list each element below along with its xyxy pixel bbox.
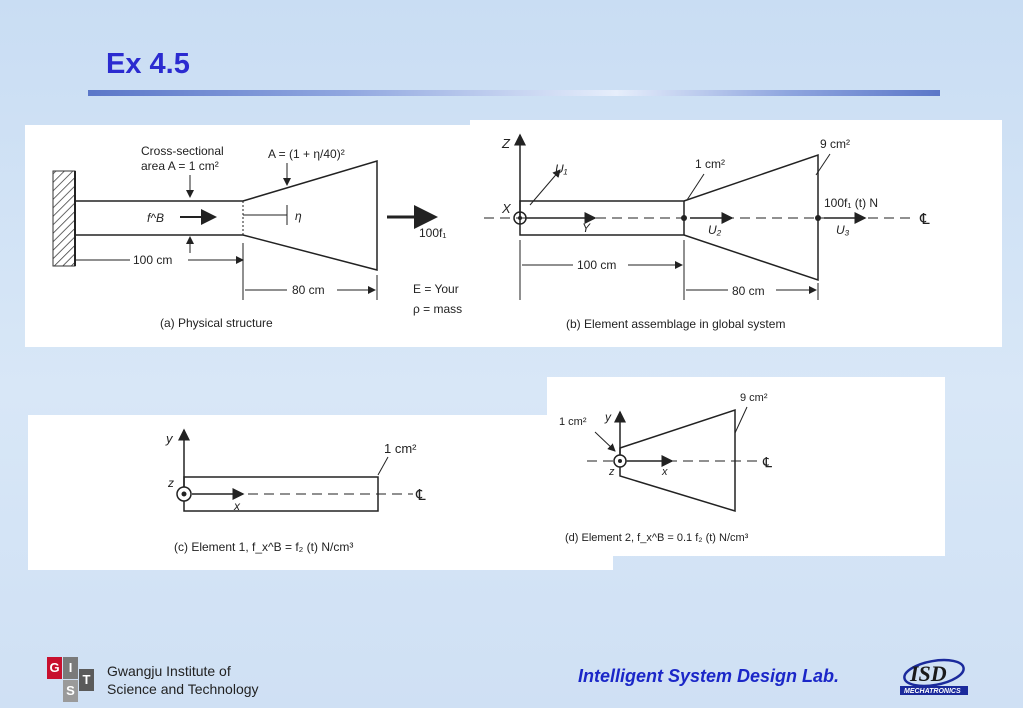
figure-a-drawing: f^B 100f₁ Cross-sectional area A = 1 cm²…	[52, 144, 462, 330]
axis-z: z	[167, 476, 174, 490]
title-divider	[88, 90, 940, 96]
axis-y: Y	[582, 221, 591, 235]
lab-name: Intelligent System Design Lab.	[578, 666, 840, 686]
figure-b-drawing: Z X Y U₁ U₂ U₃ 1 cm² 9 cm² 100f₁ (t) N ℄…	[484, 133, 930, 331]
load-label: 100f₁	[419, 226, 446, 240]
u2-label: U₂	[708, 223, 722, 237]
figure-c-element-1: y z x 1 cm² ℄ (c) Element 1, f_x^B = f₂ …	[28, 415, 613, 570]
bar-outline	[75, 159, 378, 271]
length-100cm: 100 cm	[577, 258, 616, 272]
rho-note: ρ = mass	[413, 302, 462, 316]
u1-label: U₁	[555, 162, 568, 176]
caption-d: (d) Element 2, f_x^B = 0.1 f₂ (t) N/cm³	[565, 532, 749, 544]
figure-b-element-assemblage: Z X Y U₁ U₂ U₃ 1 cm² 9 cm² 100f₁ (t) N ℄…	[470, 120, 1002, 347]
area-9cm2: 9 cm²	[740, 392, 768, 404]
axis-x: x	[661, 466, 668, 478]
caption-a: (a) Physical structure	[160, 316, 273, 330]
isd-logo-subtext: MECHATRONICS	[904, 688, 961, 695]
axis-x: x	[233, 499, 241, 513]
caption-b: (b) Element assemblage in global system	[566, 317, 785, 331]
centerline-symbol: ℄	[762, 454, 772, 470]
area-9cm2: 9 cm²	[820, 137, 850, 151]
institute-name-line1: Gwangju Institute of	[107, 663, 231, 679]
e-note: E = Your	[413, 282, 459, 296]
eta-label: η	[295, 209, 302, 223]
axis-x: X	[501, 201, 512, 216]
area-1cm2: 1 cm²	[559, 416, 587, 428]
institute-name-line2: Science and Technology	[107, 681, 259, 697]
cross-section-label-2: area A = 1 cm²	[141, 159, 219, 173]
area-1cm2: 1 cm²	[695, 157, 725, 171]
figure-d-element-2: y z x 1 cm² 9 cm² ℄ (d) Element 2, f_x^B…	[547, 377, 945, 556]
logo-letter-t: T	[79, 669, 94, 691]
area-formula: A = (1 + η/40)²	[268, 147, 345, 161]
axis-z: Z	[501, 136, 511, 151]
isd-mechatronics-logo: ISD MECHATRONICS	[900, 658, 968, 695]
gist-logo: G I S T Gwangju Institute of Science and…	[45, 655, 259, 705]
length-80cm: 80 cm	[292, 283, 325, 297]
axis-y: y	[604, 410, 612, 424]
logo-letter-g: G	[47, 657, 62, 679]
length-100cm: 100 cm	[133, 253, 172, 267]
logo-letter-s: S	[63, 680, 78, 702]
centerline-symbol: ℄	[415, 487, 426, 504]
centerline-symbol: ℄	[919, 211, 930, 228]
cross-section-label-1: Cross-sectional	[141, 144, 224, 158]
axis-y: y	[165, 431, 174, 446]
area-1cm2: 1 cm²	[384, 441, 417, 456]
u3-label: U₃	[836, 223, 850, 237]
body-force-label: f^B	[147, 211, 164, 225]
isd-logo-text: ISD	[909, 661, 947, 686]
caption-c: (c) Element 1, f_x^B = f₂ (t) N/cm³	[174, 540, 353, 554]
figure-c-drawing: y z x 1 cm² ℄ (c) Element 1, f_x^B = f₂ …	[165, 428, 426, 554]
figure-a-physical-structure: f^B 100f₁ Cross-sectional area A = 1 cm²…	[25, 125, 470, 347]
axis-z: z	[608, 466, 615, 478]
length-80cm: 80 cm	[732, 284, 765, 298]
wall-support	[52, 170, 76, 267]
figure-d-drawing: y z x 1 cm² 9 cm² ℄ (d) Element 2, f_x^B…	[559, 392, 772, 544]
load-label: 100f₁ (t) N	[824, 196, 878, 210]
logo-letter-i: I	[63, 657, 78, 679]
slide-title: Ex 4.5	[106, 48, 190, 80]
